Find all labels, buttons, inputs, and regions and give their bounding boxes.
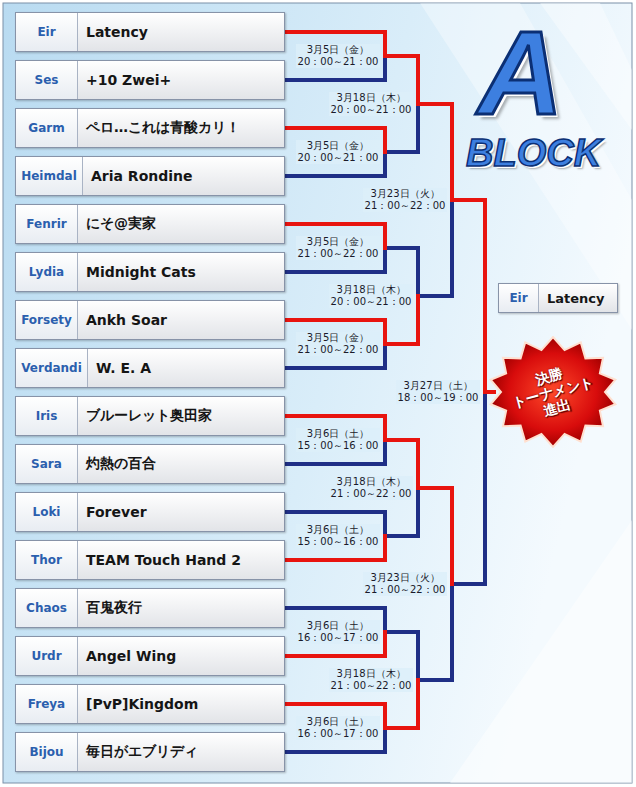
winner-box: EirLatency xyxy=(498,283,618,313)
server-name: Loki xyxy=(16,493,78,531)
match-time: 3月5日（金） 20：00～21：00 xyxy=(296,140,380,164)
server-name: Thor xyxy=(16,541,78,579)
team-name: [PvP]Kingdom xyxy=(78,685,198,723)
team-name: にそ@実家 xyxy=(78,205,156,243)
team-name: TEAM Touch Hand 2 xyxy=(78,541,241,579)
team-box: Irisブルーレット奥田家 xyxy=(15,396,285,436)
match-time: 3月5日（金） 21：00～22：00 xyxy=(296,236,380,260)
server-name: Eir xyxy=(499,284,539,312)
team-name: Latency xyxy=(539,284,605,312)
loser-line xyxy=(418,584,452,680)
team-box: LokiForever xyxy=(15,492,285,532)
server-name: Heimdal xyxy=(16,157,83,195)
match-time: 3月5日（金） 21：00～22：00 xyxy=(296,332,380,356)
server-name: Ses xyxy=(16,61,78,99)
match-time: 3月6日（土） 16：00～17：00 xyxy=(296,620,380,644)
team-box: Bijou毎日がエブリディ xyxy=(15,732,285,772)
loser-line xyxy=(452,392,485,584)
server-name: Fenrir xyxy=(16,205,78,243)
server-name: Bijou xyxy=(16,733,78,771)
team-name: Midnight Cats xyxy=(78,253,196,291)
match-time: 3月23日（火） 21：00～22：00 xyxy=(363,572,447,596)
team-name: Latency xyxy=(78,13,148,51)
starburst-text-holder: 決勝 トーナメント 進出 xyxy=(488,336,618,448)
winner-line xyxy=(418,104,452,200)
team-box: Ses+10 Zwei+ xyxy=(15,60,285,100)
team-box: HeimdalAria Rondine xyxy=(15,156,285,196)
advance-starburst: 決勝 トーナメント 進出 xyxy=(488,336,618,448)
team-box: ThorTEAM Touch Hand 2 xyxy=(15,540,285,580)
team-name: 毎日がエブリディ xyxy=(78,733,198,771)
team-box: EirLatency xyxy=(15,12,285,52)
server-name: Iris xyxy=(16,397,78,435)
match-time: 3月6日（土） 15：00～16：00 xyxy=(296,428,380,452)
team-box: LydiaMidnight Cats xyxy=(15,252,285,292)
match-time: 3月18日（木） 20：00～21：00 xyxy=(329,92,413,116)
server-name: Verdandi xyxy=(16,349,88,387)
server-name: Eir xyxy=(16,13,78,51)
server-name: Lydia xyxy=(16,253,78,291)
team-box: Freya[PvP]Kingdom xyxy=(15,684,285,724)
team-name: +10 Zwei+ xyxy=(78,61,171,99)
server-name: Freya xyxy=(16,685,78,723)
match-time: 3月18日（木） 21：00～22：00 xyxy=(329,668,413,692)
team-box: UrdrAngel Wing xyxy=(15,636,285,676)
match-time: 3月18日（木） 21：00～22：00 xyxy=(329,476,413,500)
team-box: Chaos百鬼夜行 xyxy=(15,588,285,628)
server-name: Forsety xyxy=(16,301,78,339)
team-box: Fenrirにそ@実家 xyxy=(15,204,285,244)
team-name: ペロ…これは青酸カリ！ xyxy=(78,109,240,147)
team-box: VerdandiW. E. A xyxy=(15,348,285,388)
winner-line xyxy=(452,200,485,392)
team-name: 灼熱の百合 xyxy=(78,445,156,483)
team-box: ForsetyAnkh Soar xyxy=(15,300,285,340)
team-name: ブルーレット奥田家 xyxy=(78,397,212,435)
team-name: Angel Wing xyxy=(78,637,176,675)
match-time: 3月6日（土） 15：00～16：00 xyxy=(296,524,380,548)
team-name: 百鬼夜行 xyxy=(78,589,142,627)
block-logo: A xyxy=(478,14,563,132)
team-name: Forever xyxy=(78,493,147,531)
server-name: Chaos xyxy=(16,589,78,627)
team-name: Ankh Soar xyxy=(78,301,167,339)
team-name: Aria Rondine xyxy=(83,157,193,195)
match-time: 3月5日（金） 20：00～21：00 xyxy=(296,44,380,68)
loser-line xyxy=(418,200,452,296)
server-name: Garm xyxy=(16,109,78,147)
match-time: 3月27日（土） 18：00～19：00 xyxy=(396,380,480,404)
winner-line xyxy=(485,390,494,394)
server-name: Sara xyxy=(16,445,78,483)
match-time: 3月6日（土） 16：00～17：00 xyxy=(296,716,380,740)
match-time: 3月23日（火） 21：00～22：00 xyxy=(363,188,447,212)
team-box: Sara灼熱の百合 xyxy=(15,444,285,484)
starburst-outline xyxy=(491,337,616,447)
winner-line xyxy=(418,488,452,584)
advance-text: 決勝 トーナメント 進出 xyxy=(500,356,605,427)
match-time: 3月18日（木） 20：00～21：00 xyxy=(329,284,413,308)
block-logo: BLOCK xyxy=(466,134,601,172)
team-box: Garmペロ…これは青酸カリ！ xyxy=(15,108,285,148)
server-name: Urdr xyxy=(16,637,78,675)
team-name: W. E. A xyxy=(88,349,151,387)
